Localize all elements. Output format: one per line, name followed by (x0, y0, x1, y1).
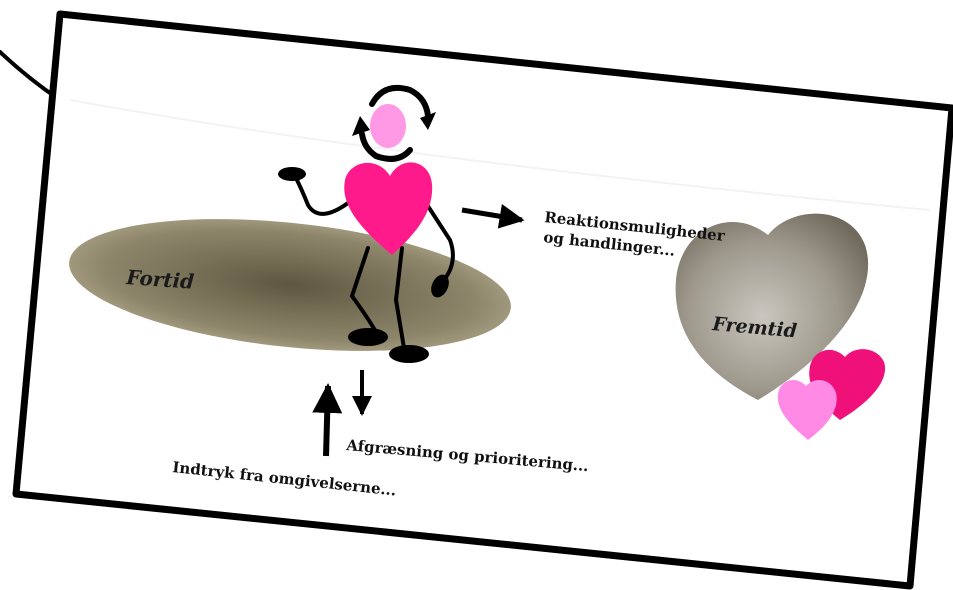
right-foot (389, 345, 429, 363)
past-label: Fortid (125, 265, 195, 294)
future-heart (675, 213, 869, 400)
rotation-arrow-bottom-icon (359, 131, 413, 162)
right-hand (431, 274, 449, 298)
impressions-arrow-icon (312, 383, 343, 457)
left-foot (348, 328, 388, 346)
rotation-arrow-top-icon (369, 84, 431, 119)
small-heart-pink (777, 379, 837, 440)
figure-head (370, 104, 406, 148)
stick-figure (278, 84, 455, 363)
left-hand (278, 167, 306, 181)
reactions-arrow-icon (461, 203, 525, 229)
figure-heart (344, 162, 433, 255)
